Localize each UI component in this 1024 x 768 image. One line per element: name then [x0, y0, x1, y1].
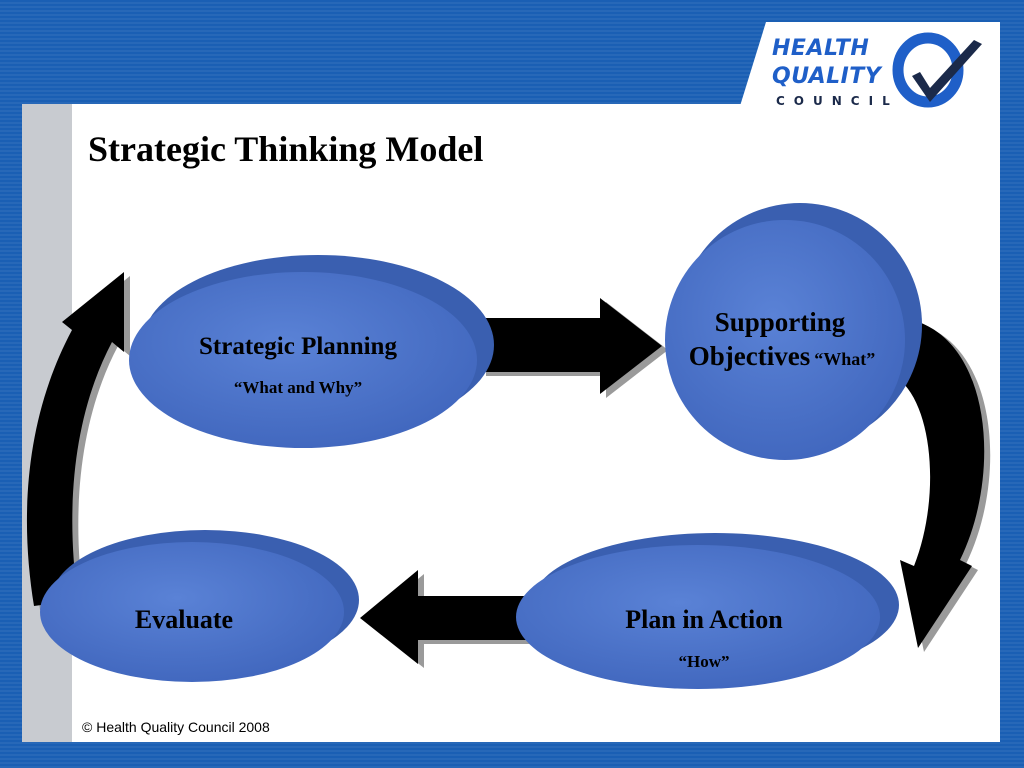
arrow-evaluate-to-planning	[26, 272, 130, 610]
strategic-planning-subtitle: “What and Why”	[233, 378, 363, 397]
logo-line-quality: QUALITY	[772, 64, 882, 89]
logo-line-council: COUNCIL	[776, 94, 899, 108]
page-title: Strategic Thinking Model	[88, 129, 484, 169]
arrow-planning-to-objectives	[480, 298, 668, 398]
logo-line-health: HEALTH	[772, 36, 870, 61]
copyright-footer: © Health Quality Council 2008	[82, 719, 270, 735]
supporting-objectives-title-line1: Supporting	[714, 307, 846, 337]
node-plan-in-action	[516, 533, 899, 689]
plan-in-action-title: Plan in Action	[625, 605, 783, 634]
health-quality-council-logo: HEALTH QUALITY COUNCIL	[772, 32, 992, 118]
plan-in-action-subtitle: “How”	[678, 652, 730, 671]
arrow-action-to-evaluate	[360, 570, 546, 668]
supporting-objectives-subtitle: “What”	[814, 349, 876, 369]
node-strategic-planning	[129, 255, 494, 448]
evaluate-title: Evaluate	[134, 605, 234, 634]
node-supporting-objectives	[665, 203, 922, 460]
q-checkmark-icon	[892, 32, 982, 108]
arrow-objectives-to-action	[900, 318, 991, 652]
supporting-objectives-title-line2: Objectives	[688, 341, 811, 371]
supporting-objectives-title-line2-row: Objectives “What”	[672, 341, 892, 372]
node-evaluate	[40, 530, 359, 682]
strategic-planning-title: Strategic Planning	[199, 333, 397, 360]
